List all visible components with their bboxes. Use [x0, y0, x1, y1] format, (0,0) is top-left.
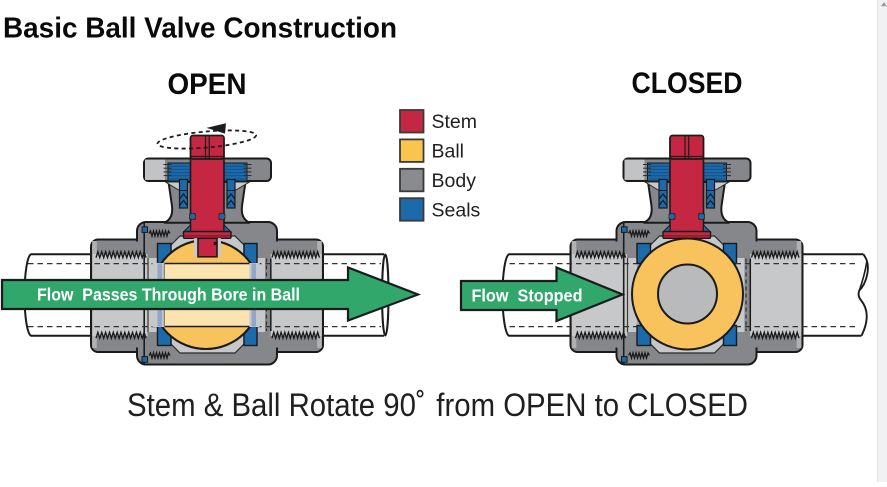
- svg-text:Body: Body: [432, 170, 477, 192]
- svg-text:Flow Passes Through Bore in B: Flow Passes Through Bore in Ball: [37, 285, 300, 305]
- svg-text:Basic Ball Valve Construction: Basic Ball Valve Construction: [3, 13, 397, 45]
- svg-text:Stem & Ball Rotate 90˚ from O: Stem & Ball Rotate 90˚ from OPEN to CLOS…: [127, 387, 748, 423]
- svg-text:CLOSED: CLOSED: [632, 67, 743, 100]
- svg-text:Ball: Ball: [432, 141, 465, 163]
- svg-text:OPEN: OPEN: [168, 68, 247, 101]
- svg-text:Stem: Stem: [432, 111, 478, 133]
- svg-text:Seals: Seals: [432, 199, 481, 221]
- svg-text:Flow Stopped: Flow Stopped: [472, 286, 583, 306]
